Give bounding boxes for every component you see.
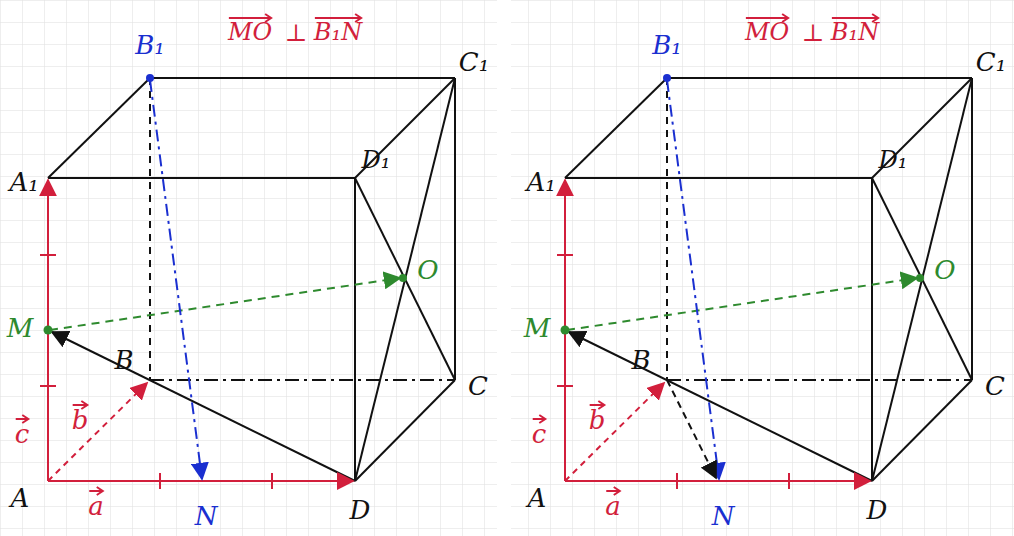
point-label: N (195, 503, 218, 529)
vector-name: B₁N (314, 20, 362, 44)
vertex-label: A (11, 485, 30, 511)
vertex-label: C (985, 373, 1005, 399)
vertex-label: C (468, 373, 488, 399)
vertex-label: C₁ (976, 49, 1006, 75)
perp-sign: ⊥ (285, 21, 308, 45)
vertex-label: B₁ (652, 32, 682, 58)
vector-name: c (15, 421, 30, 447)
vertex-label: B₁ (135, 32, 165, 58)
vertex-label: C₁ (459, 49, 489, 75)
point-label: M (7, 315, 34, 341)
vector-name: a (605, 493, 621, 519)
vector-name: c (532, 421, 547, 447)
vector-name: b (589, 407, 606, 433)
vertex-label: B (114, 347, 133, 373)
vector-name: a (88, 493, 104, 519)
vertex-label: D₁ (362, 148, 391, 172)
point-label: N (712, 503, 735, 529)
perp-sign: ⊥ (802, 21, 825, 45)
vector-name: MO (745, 20, 789, 44)
point-label: O (934, 257, 955, 283)
vector-name: B₁N (831, 20, 879, 44)
point-label: O (417, 257, 438, 283)
vertex-label: A₁ (526, 169, 555, 195)
vertex-label: D₁ (879, 148, 908, 172)
vector-name: b (72, 407, 89, 433)
vertex-label: A (528, 485, 547, 511)
vector-name: MO (228, 20, 272, 44)
vertex-label: D (867, 497, 888, 523)
vertex-label: A₁ (9, 169, 38, 195)
vertex-label: D (350, 497, 371, 523)
point-label: M (524, 315, 551, 341)
vertex-label: B (631, 347, 650, 373)
